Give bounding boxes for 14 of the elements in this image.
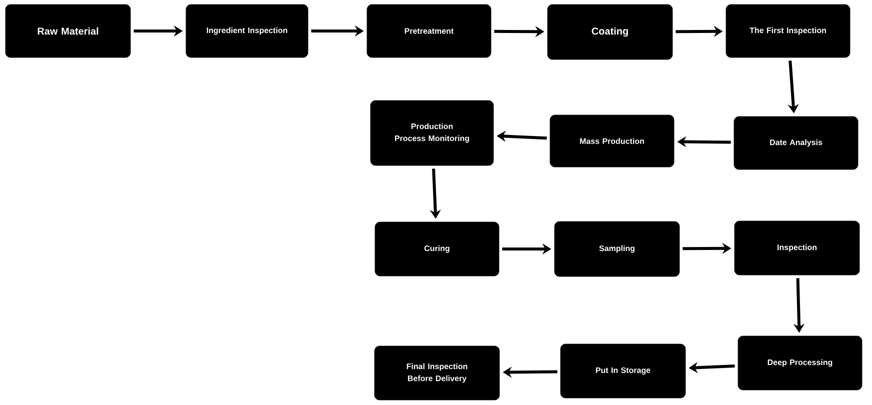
- process-box: Curing: [374, 222, 500, 276]
- process-box: Put In Storage: [560, 344, 686, 398]
- process-box: Raw Material: [5, 4, 131, 58]
- process-box: Coating: [547, 4, 673, 60]
- process-box: The First Inspection: [726, 4, 850, 58]
- process-box: Pretreatment: [366, 4, 492, 58]
- process-box: Inspection: [734, 220, 860, 276]
- process-box: Mass Production: [550, 114, 674, 168]
- process-box: Deep Processing: [738, 336, 862, 390]
- process-box: Date Analysis: [734, 116, 858, 170]
- process-box: Ingredient Inspection: [186, 4, 308, 58]
- process-box: Production Process Monitoring: [370, 100, 494, 166]
- process-box: Sampling: [554, 221, 680, 277]
- process-box: Final Inspection Before Delivery: [374, 346, 500, 400]
